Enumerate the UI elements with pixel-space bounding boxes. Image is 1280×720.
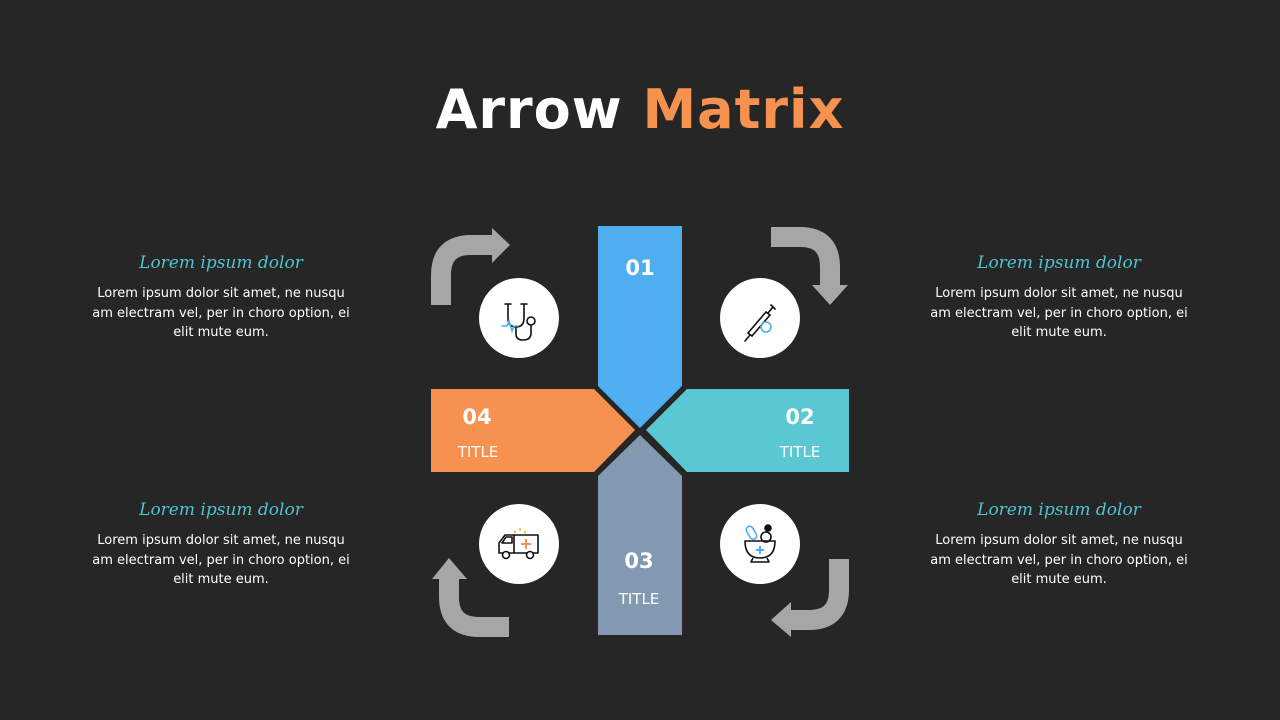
text-block-bottom-left: Lorem ipsum dolor Lorem ipsum dolor sit …	[86, 499, 356, 590]
arrow-01-number: 01	[625, 256, 654, 280]
curved-arrow-bottom-left-icon	[432, 558, 509, 637]
arrow-03-shape	[598, 435, 682, 635]
arrow-04-shape	[431, 389, 635, 472]
ambulance-icon	[498, 528, 539, 560]
text-block-top-left: Lorem ipsum dolor Lorem ipsum dolor sit …	[86, 252, 356, 343]
text-block-top-right: Lorem ipsum dolor Lorem ipsum dolor sit …	[924, 252, 1194, 343]
curved-arrow-top-right-icon	[771, 227, 848, 305]
block-heading: Lorem ipsum dolor	[977, 500, 1141, 520]
syringe-icon	[744, 304, 776, 342]
icon-circle-bottom-left	[479, 504, 559, 584]
arrow-04-label: TITLE	[457, 443, 499, 461]
arrow-03-number: 03	[624, 549, 653, 573]
block-body: Lorem ipsum dolor sit amet, ne nusqu am …	[930, 286, 1188, 340]
curved-arrow-top-left-icon	[431, 228, 510, 305]
title-white-part: Arrow	[435, 78, 623, 141]
block-body: Lorem ipsum dolor sit amet, ne nusqu am …	[92, 286, 350, 340]
block-body: Lorem ipsum dolor sit amet, ne nusqu am …	[92, 533, 350, 587]
arrow-02-shape	[646, 389, 849, 472]
block-heading: Lorem ipsum dolor	[139, 253, 303, 273]
block-heading: Lorem ipsum dolor	[977, 253, 1141, 273]
block-body: Lorem ipsum dolor sit amet, ne nusqu am …	[930, 533, 1188, 587]
arrow-01-shape	[598, 226, 682, 428]
arrow-02-label: TITLE	[779, 443, 821, 461]
text-block-bottom-right: Lorem ipsum dolor Lorem ipsum dolor sit …	[924, 499, 1194, 590]
pills-mortar-icon	[744, 524, 776, 563]
icon-circle-bottom-right	[720, 504, 800, 584]
icon-circle-top-left	[479, 278, 559, 358]
title-orange-part: Matrix	[642, 78, 845, 141]
stethoscope-icon	[501, 303, 536, 341]
page-title: Arrow Matrix	[0, 78, 1280, 141]
curved-arrow-bottom-right-icon	[771, 559, 849, 637]
arrow-04-number: 04	[462, 405, 491, 429]
arrow-03-label: TITLE	[618, 590, 660, 608]
block-heading: Lorem ipsum dolor	[139, 500, 303, 520]
arrow-02-number: 02	[785, 405, 814, 429]
